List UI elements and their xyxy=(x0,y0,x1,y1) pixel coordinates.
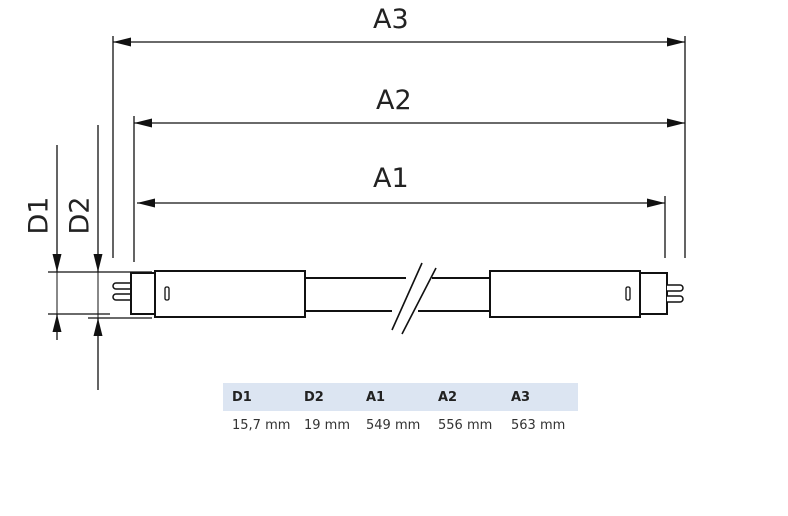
right-end-cap xyxy=(639,272,668,315)
a1-label: A1 xyxy=(373,163,409,194)
d2-label: D2 xyxy=(64,196,96,235)
value-d1: 15,7 mm xyxy=(232,418,291,433)
header-a2: A2 xyxy=(438,390,458,405)
left-pin-bottom xyxy=(112,293,130,301)
a2-label: A2 xyxy=(376,85,412,116)
header-d1: D1 xyxy=(232,390,252,405)
value-a1: 549 mm xyxy=(366,418,421,433)
table-header: D1 D2 A1 A2 A3 xyxy=(223,383,578,411)
left-pin-top xyxy=(112,282,130,290)
table-row: 15,7 mm 19 mm 549 mm 556 mm 563 mm xyxy=(223,411,578,439)
right-tube-cap xyxy=(489,270,641,318)
value-a2: 556 mm xyxy=(438,418,493,433)
dimensions-table: D1 D2 A1 A2 A3 15,7 mm 19 mm 549 mm 556 … xyxy=(223,383,578,439)
header-a3: A3 xyxy=(511,390,531,405)
left-tube-cap xyxy=(154,270,306,318)
header-d2: D2 xyxy=(304,390,324,405)
d1-label: D1 xyxy=(23,196,55,235)
header-a1: A1 xyxy=(366,390,386,405)
right-pin-top xyxy=(667,284,684,292)
a3-label: A3 xyxy=(373,4,409,35)
left-end-cap xyxy=(130,272,157,315)
right-pin-bottom xyxy=(667,295,684,303)
value-d2: 19 mm xyxy=(304,418,351,433)
value-a3: 563 mm xyxy=(511,418,566,433)
